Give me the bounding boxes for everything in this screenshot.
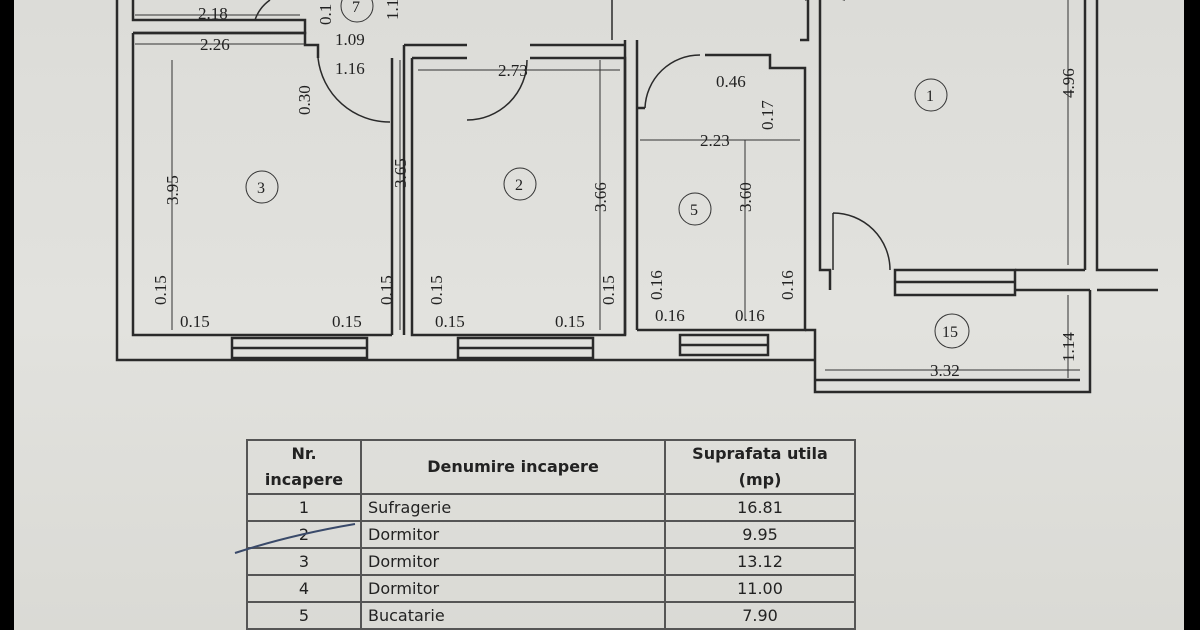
dim-label: 0.15 bbox=[180, 312, 210, 331]
table-header-row: Nr. incapere Denumire incapere Suprafata… bbox=[246, 439, 856, 495]
dimension-labels: 2.18 2.26 1.09 1.16 2.73 0.46 2.23 3.32 … bbox=[151, 0, 1078, 380]
header-name: Denumire incapere bbox=[360, 439, 666, 495]
dim-label: 2.73 bbox=[498, 61, 528, 80]
dim-label: 1.16 bbox=[335, 59, 365, 78]
room-number: 7 bbox=[352, 0, 360, 16]
cell-name: Dormitor bbox=[360, 547, 666, 576]
cell-nr: 4 bbox=[246, 574, 362, 603]
walls bbox=[115, 0, 1158, 394]
cell-name: Dormitor bbox=[360, 574, 666, 603]
cell-area: 7.90 bbox=[664, 601, 856, 630]
room-number: 5 bbox=[690, 202, 698, 219]
dim-label: 1.09 bbox=[335, 30, 365, 49]
dim-label: 0.16 bbox=[655, 306, 685, 325]
cell-nr: 5 bbox=[246, 601, 362, 630]
dim-label: 0.15 bbox=[377, 275, 396, 305]
cell-area: 16.81 bbox=[664, 493, 856, 522]
cell-nr: 2 bbox=[246, 520, 362, 549]
dim-label: 0.15 bbox=[435, 312, 465, 331]
cell-area: 9.95 bbox=[664, 520, 856, 549]
dim-label: 4.96 bbox=[1059, 68, 1078, 98]
dim-label: 3.60 bbox=[736, 182, 755, 212]
dim-label: 0.16 bbox=[778, 270, 797, 300]
dim-label: 0.15 bbox=[151, 275, 170, 305]
dim-label: 2.23 bbox=[700, 131, 730, 150]
dim-label: 3.65 bbox=[391, 158, 410, 188]
dim-label: 0.15 bbox=[332, 312, 362, 331]
dim-label: 0.16 bbox=[735, 306, 765, 325]
dim-label: 3.95 bbox=[163, 175, 182, 205]
dim-label: 0.15 bbox=[599, 275, 618, 305]
room-number: 15 bbox=[942, 324, 958, 341]
dim-label: 0.16 bbox=[647, 270, 666, 300]
dim-label: 0.46 bbox=[716, 72, 746, 91]
cell-nr: 3 bbox=[246, 547, 362, 576]
dim-label: 2.26 bbox=[200, 35, 230, 54]
cell-area: 13.12 bbox=[664, 547, 856, 576]
dim-label: 3.32 bbox=[930, 361, 960, 380]
room-number: 3 bbox=[257, 180, 265, 197]
cell-name: Bucatarie bbox=[360, 601, 666, 630]
dim-label: 0.17 bbox=[758, 100, 777, 130]
room-area-table: Nr. incapere Denumire incapere Suprafata… bbox=[246, 439, 856, 630]
dim-label: 3.66 bbox=[591, 182, 610, 212]
room-number: 2 bbox=[515, 177, 523, 194]
dim-label: 0.30 bbox=[295, 85, 314, 115]
cell-name: Dormitor bbox=[360, 520, 666, 549]
dim-label: 1.1 bbox=[383, 0, 402, 20]
cell-nr: 1 bbox=[246, 493, 362, 522]
dim-label: 0.15 bbox=[555, 312, 585, 331]
room-number-markers: 1 2 3 5 15 7 bbox=[245, 0, 970, 349]
header-area: Suprafata utila (mp) bbox=[664, 439, 856, 495]
dimension-lines bbox=[135, 0, 1080, 378]
cell-name: Sufragerie bbox=[360, 493, 666, 522]
dim-label: 0.15 bbox=[427, 275, 446, 305]
dim-label: 1.14 bbox=[1059, 332, 1078, 362]
cell-area: 11.00 bbox=[664, 574, 856, 603]
dim-label: 2.18 bbox=[198, 4, 228, 23]
room-number: 1 bbox=[926, 88, 934, 105]
dim-label: 0.1 bbox=[316, 4, 335, 25]
header-nr: Nr. incapere bbox=[246, 439, 362, 495]
